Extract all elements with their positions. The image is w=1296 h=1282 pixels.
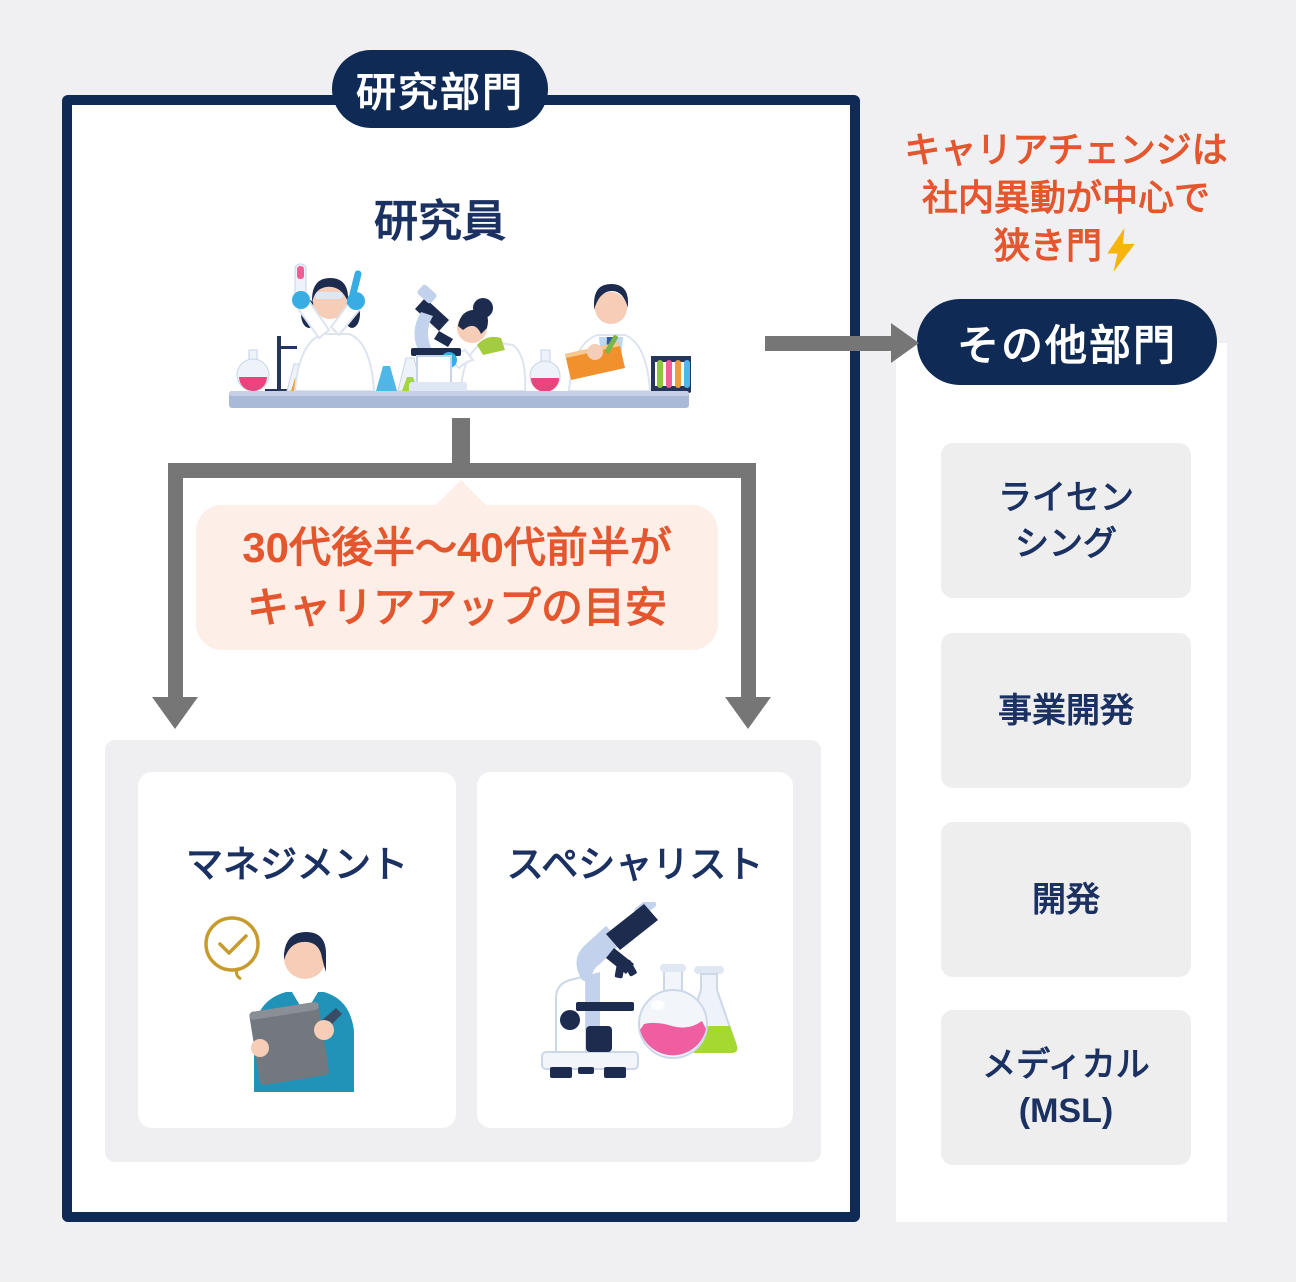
management-label: マネジメント <box>186 844 408 885</box>
career-change-note: キャリアチェンジは 社内異動が中心で 狭き門 <box>894 126 1238 272</box>
specialist-label: スペシャリスト <box>506 844 764 885</box>
microscope-flasks-illustration <box>541 902 738 1078</box>
researcher-label: 研究員 <box>374 197 506 246</box>
management-card: マネジメント <box>138 772 456 1128</box>
lightning-icon <box>1107 228 1135 272</box>
down-arrow-right-icon <box>725 697 771 729</box>
down-arrow-left-icon <box>152 697 198 729</box>
department-box-medical-msl: メディカル (MSL) <box>941 1010 1191 1165</box>
branch-connector-right <box>741 463 756 699</box>
department-box-development: 開発 <box>941 822 1191 977</box>
callout-tail <box>434 480 488 507</box>
specialist-card: スペシャリスト <box>477 772 793 1128</box>
research-department-pill: 研究部門 <box>332 50 548 128</box>
department-box-business-development: 事業開発 <box>941 633 1191 788</box>
department-box-licensing: ライセン シング <box>941 443 1191 598</box>
manager-clipboard-illustration <box>204 916 354 1092</box>
right-arrow-icon <box>891 323 919 363</box>
branch-connector-stub <box>452 418 470 468</box>
branch-connector-left <box>168 463 183 699</box>
branch-connector-horizontal <box>168 463 756 478</box>
right-arrow-shaft <box>765 336 893 351</box>
career-change-note-text: キャリアチェンジは 社内異動が中心で 狭き門 <box>904 129 1228 266</box>
other-departments-pill: その他部門 <box>917 299 1217 385</box>
check-circle-icon <box>204 916 260 981</box>
career-up-callout: 30代後半〜40代前半が キャリアアップの目安 <box>196 505 718 650</box>
scientists-lab-illustration <box>229 263 691 408</box>
